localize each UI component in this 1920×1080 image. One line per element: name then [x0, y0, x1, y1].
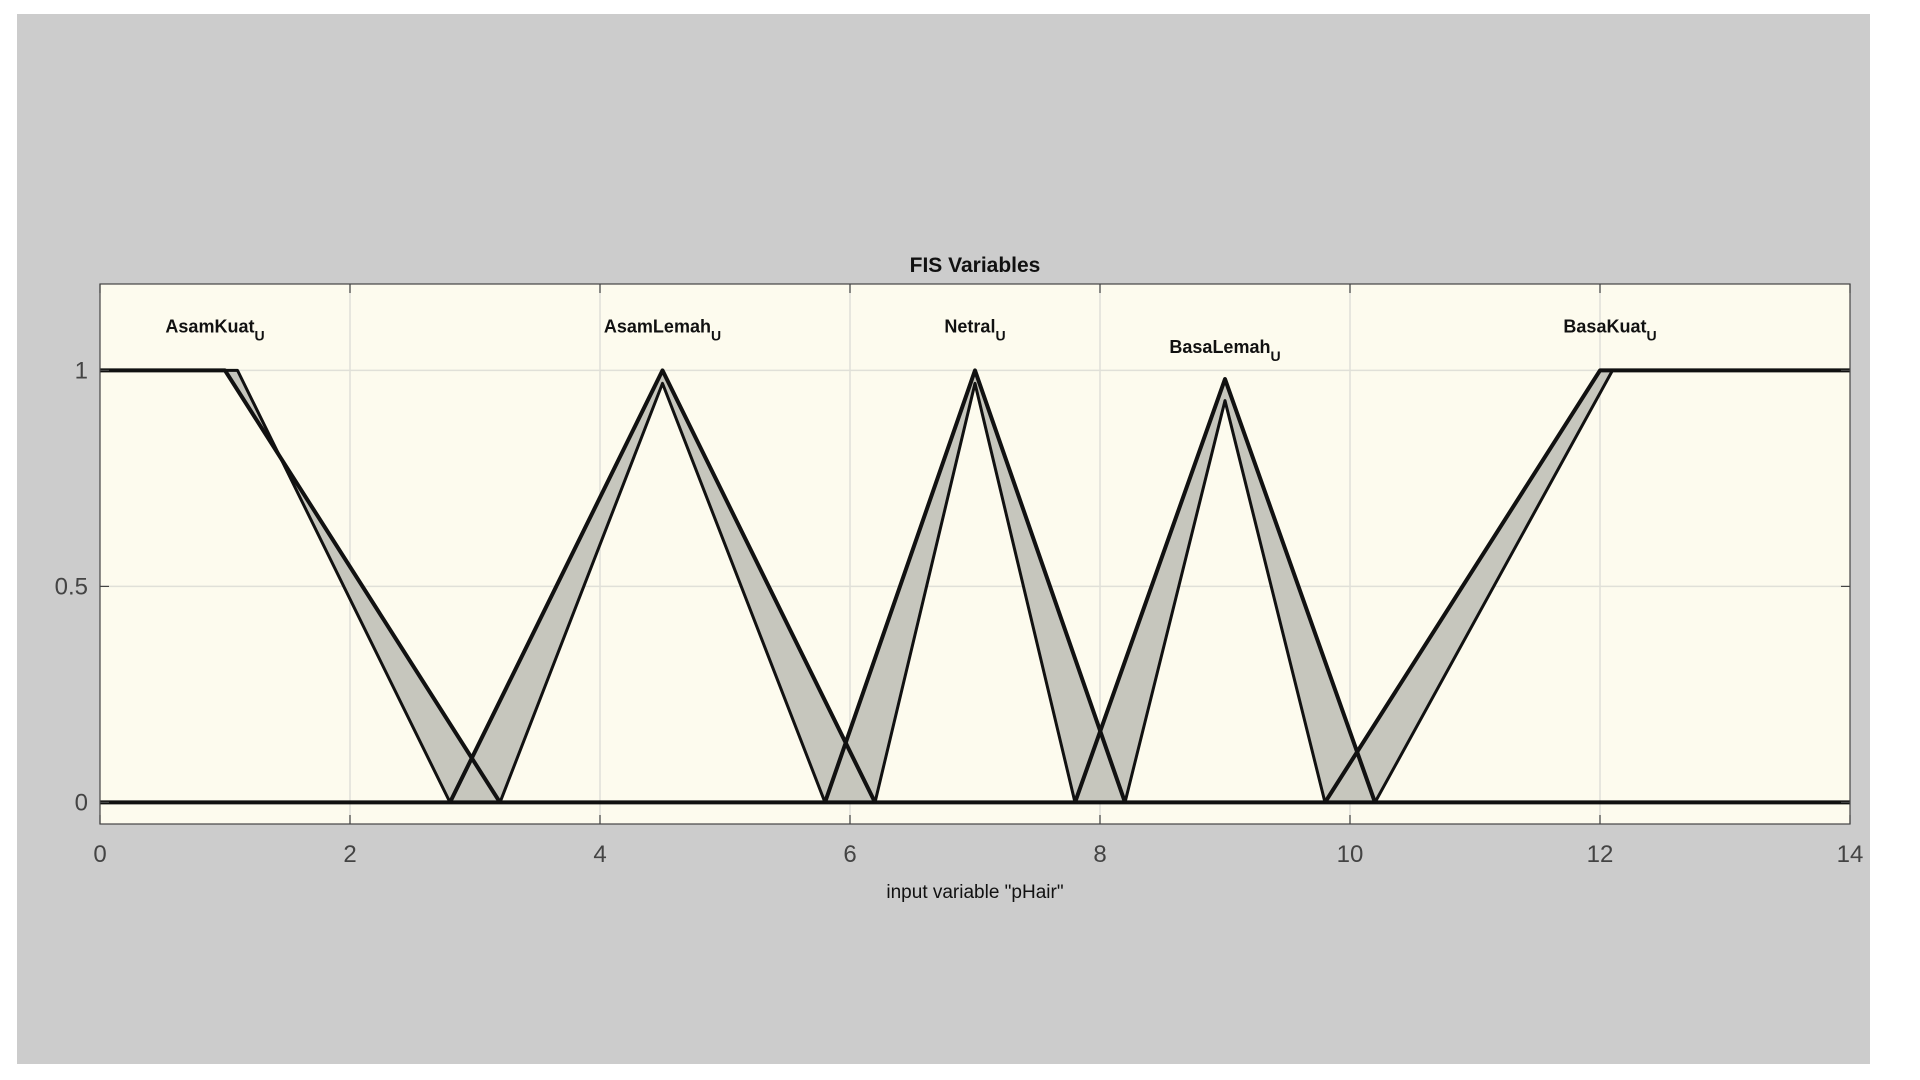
mf-upper-line-basalemah: [1073, 377, 1377, 804]
chart-title: FIS Variables: [910, 254, 1041, 277]
axis-ticks: 0 2 4 6 8 10 12 14 0 0.5 1: [55, 284, 1864, 868]
mf-band-basakuat: [1325, 370, 1850, 803]
mf-upper-line-netral: [823, 368, 1127, 804]
x-tick-label: 4: [593, 841, 606, 868]
mf-upper-line-asamlemah: [448, 368, 877, 804]
x-tick-label: 14: [1837, 841, 1864, 868]
y-tick-label: 1: [75, 357, 88, 384]
x-tick-label: 8: [1093, 841, 1106, 868]
mf-lower-line-basakuat: [1373, 368, 1850, 804]
y-tick-label: 0.5: [55, 573, 88, 600]
x-tick-label: 6: [843, 841, 856, 868]
x-tick-label: 0: [93, 841, 106, 868]
mf-band-asamlemah: [450, 370, 875, 803]
x-axis-label: input variable "pHair": [886, 882, 1063, 903]
mf-lower-line-asamlemah: [498, 381, 827, 803]
mf-lines: [100, 368, 1850, 805]
y-tick-label: 0: [75, 789, 88, 816]
plot-border: [99, 283, 1851, 825]
mf-lower-line-netral: [873, 381, 1077, 803]
mf-band-asamkuat: [100, 370, 500, 803]
x-tick-label: 2: [343, 841, 356, 868]
x-tick-label: 10: [1337, 841, 1364, 868]
plot-area: [100, 284, 1850, 824]
mf-lower-line-asamkuat: [100, 368, 452, 804]
x-tick-label: 12: [1587, 841, 1614, 868]
mf-lower-line-basalemah: [1123, 399, 1327, 803]
